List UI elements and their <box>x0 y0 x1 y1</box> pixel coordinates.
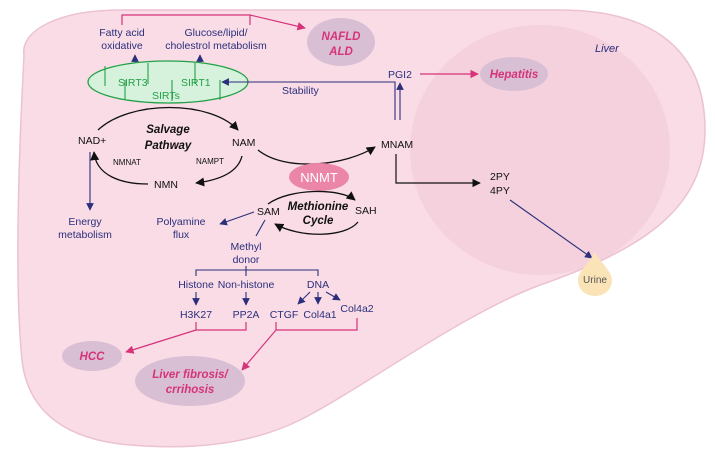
2py-label: 2PY <box>490 171 510 183</box>
col4a1-label: Col4a1 <box>303 309 336 321</box>
salvage-title-1: Salvage <box>146 124 190 136</box>
polyamine-label-1: Polyamine <box>156 216 205 228</box>
fibrosis-bracket <box>275 318 358 331</box>
dna-to-col4a2-arrow <box>325 291 341 301</box>
fibrosis-arrow <box>241 329 277 371</box>
hepatitis-bubble <box>480 57 548 91</box>
fibrosis-bubble <box>135 356 245 406</box>
nnmt-label: NNMT <box>300 170 338 185</box>
histone-label: Histone <box>178 279 214 291</box>
top-bracket-arrow <box>249 14 306 31</box>
sirt1-label: SIRT1 <box>181 77 211 89</box>
mnam-to-py-path <box>395 154 481 188</box>
glucose-label-2: cholestrol metabolism <box>165 40 267 52</box>
methyl-label-1: Methyl <box>231 241 262 253</box>
pp2a-label: PP2A <box>233 309 260 321</box>
salvage-title-2: Pathway <box>145 140 192 152</box>
mnam-label: MNAM <box>381 139 413 151</box>
sirts-label: SIRTs <box>152 90 180 102</box>
urine-label: Urine <box>583 275 607 286</box>
fatty-acid-label-2: oxidative <box>101 40 143 52</box>
fibrosis-label-2: crrihosis <box>166 384 215 396</box>
sam-label: SAM <box>257 206 280 218</box>
sah-label: SAH <box>355 205 377 217</box>
liver-lobe-shade <box>410 25 670 275</box>
nampt-label: NAMPT <box>196 157 224 166</box>
hepatitis-label: Hepatitis <box>490 69 539 81</box>
py-to-urine-arrow <box>509 199 593 259</box>
hcc-bracket <box>195 322 247 331</box>
sam-to-polyamine-arrow <box>219 211 255 226</box>
nonhistone-label: Non-histone <box>218 279 275 291</box>
4py-label: 4PY <box>490 185 510 197</box>
nad-to-nam-arc <box>97 106 239 131</box>
methyl-branch <box>195 266 319 276</box>
nmn-to-nad-arc <box>90 151 149 185</box>
energy-label-1: Energy <box>68 216 102 228</box>
sam-to-sah-arc <box>267 190 356 205</box>
nad-label: NAD+ <box>78 135 106 147</box>
col4a2-label: Col4a2 <box>340 303 373 315</box>
nmnat-label: NMNAT <box>113 158 141 167</box>
hcc-label: HCC <box>80 351 106 363</box>
dna-label: DNA <box>307 279 329 291</box>
ctgf-label: CTGF <box>270 309 299 321</box>
hcc-arrow <box>125 329 197 354</box>
nam-to-nmn-arc <box>195 155 243 187</box>
methionine-title-1: Methionine <box>288 201 349 213</box>
top-bracket-line <box>121 14 251 25</box>
dna-to-ctgf-arrow <box>297 291 311 305</box>
methionine-title-2: Cycle <box>303 215 334 227</box>
mnam-stability-path <box>221 78 396 120</box>
nam-label: NAM <box>232 137 255 149</box>
glucose-label-1: Glucose/lipid/ <box>184 27 247 39</box>
methyl-label-2: donor <box>233 254 260 266</box>
polyamine-label-2: flux <box>173 229 190 241</box>
fibrosis-label-1: Liver fibrosis/ <box>152 369 229 381</box>
stability-label: Stability <box>282 85 320 97</box>
nafld-bubble <box>307 18 375 66</box>
urine-drop <box>578 252 612 296</box>
hcc-bubble <box>62 341 122 371</box>
energy-label-2: metabolism <box>58 229 112 241</box>
sam-to-methyl-line <box>255 219 266 237</box>
pgi2-label: PGI2 <box>388 69 412 81</box>
liver-label: Liver <box>595 43 620 55</box>
fatty-acid-label-1: Fatty acid <box>99 27 145 39</box>
ald-label: ALD <box>328 46 353 58</box>
sah-to-sam-arc <box>274 221 359 235</box>
nafld-label: NAFLD <box>322 31 361 43</box>
sirt3-label: SIRT3 <box>118 77 148 89</box>
nnmt-bubble <box>289 163 349 191</box>
sirts-cristae <box>104 63 221 101</box>
h3k27-label: H3K27 <box>180 309 212 321</box>
nmn-label: NMN <box>154 179 178 191</box>
